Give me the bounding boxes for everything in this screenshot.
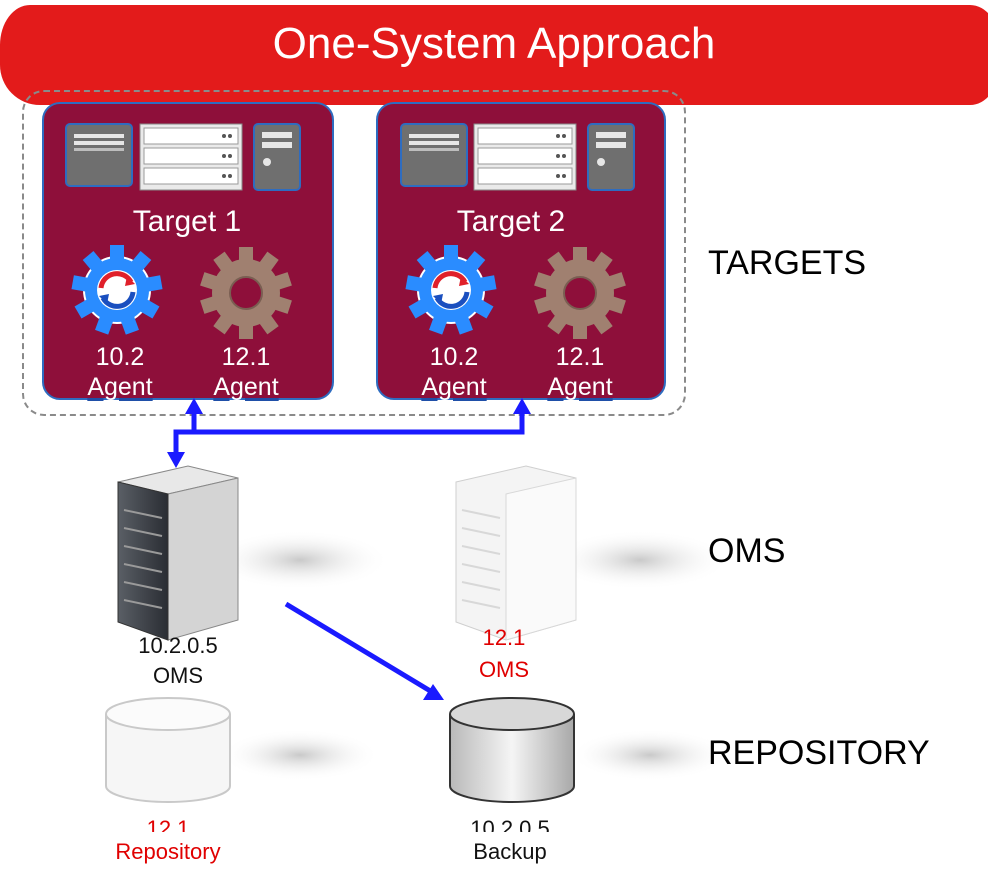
- oms-server-icon: [117, 465, 239, 641]
- server-icon: [400, 123, 468, 187]
- gear-icon: [199, 246, 293, 340]
- server-icon: [65, 123, 133, 187]
- oms-1-label: OMS: [152, 663, 204, 688]
- repository-2-version: 10.2.0.5: [470, 818, 550, 832]
- target-2-agent-2-version: 12.1: [555, 343, 605, 371]
- target-1-agent-2-label: Agent: [213, 373, 279, 401]
- rack-server-icon: [139, 123, 243, 191]
- gear-icon: [533, 246, 627, 340]
- oms-1-version: 10.2.0.5: [138, 633, 218, 658]
- oms-2-version: 12.1: [482, 625, 526, 650]
- target-2-agent-1-version: 10.2: [429, 343, 479, 371]
- connection-lines: [173, 408, 525, 455]
- database-icon: [449, 697, 575, 803]
- tower-server-icon: [587, 123, 635, 191]
- page-title: One-System Approach: [272, 19, 716, 68]
- target-1-agent-1-label: Agent: [87, 373, 153, 401]
- oms-server-icon: [455, 465, 577, 641]
- target-1-agent-1-version: 10.2: [95, 343, 145, 371]
- target-2-agent-1-label: Agent: [421, 373, 487, 401]
- targets-group: [22, 90, 686, 416]
- rack-server-icon: [473, 123, 577, 191]
- tower-server-icon: [253, 123, 301, 191]
- title-banner: [0, 5, 988, 105]
- target-2-agent-2-label: Agent: [547, 373, 613, 401]
- database-icon: [105, 697, 231, 803]
- tier-label-repository: REPOSITORY: [708, 734, 930, 772]
- sync-gear-icon: [405, 245, 496, 335]
- tier-label-targets: TARGETS: [708, 244, 867, 282]
- sync-gear-icon: [71, 245, 162, 335]
- tier-label-oms: OMS: [708, 532, 786, 570]
- target-1-agent-2-version: 12.1: [221, 343, 271, 371]
- target-2-name: Target 2: [456, 205, 566, 238]
- repository-2-label: Backup: [473, 839, 547, 864]
- oms-2-label: OMS: [478, 657, 530, 682]
- repository-1-label: Repository: [115, 839, 221, 864]
- target-1-name: Target 1: [132, 205, 242, 238]
- repository-1-version: 12.1: [146, 818, 190, 832]
